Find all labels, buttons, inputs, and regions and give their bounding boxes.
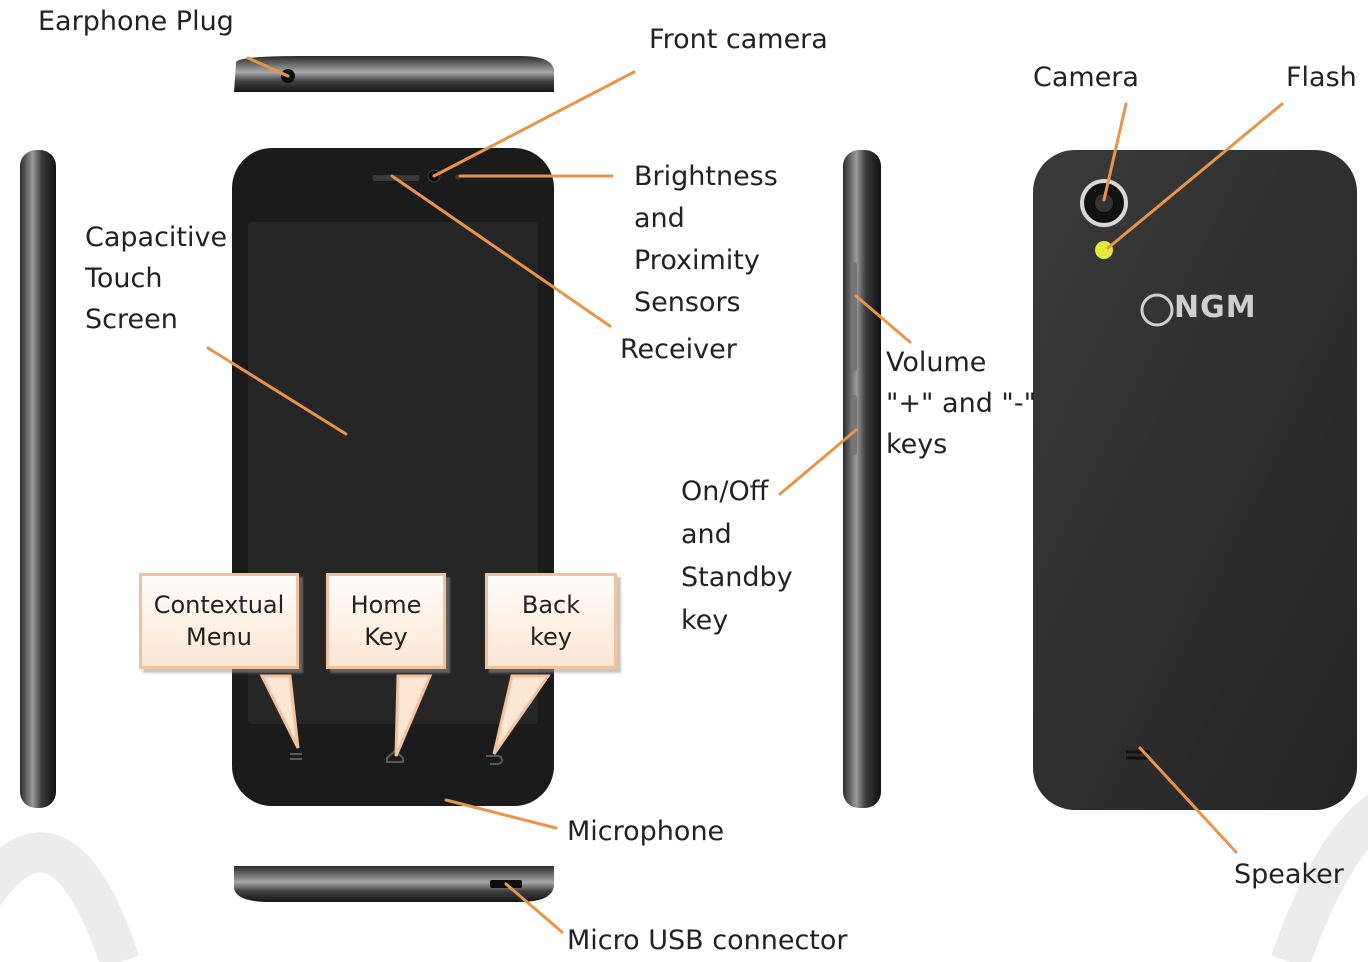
power-key-icon bbox=[851, 395, 857, 455]
label-volume-keys: Volume "+" and "-" keys bbox=[886, 347, 1037, 460]
label-earphone-plug: Earphone Plug bbox=[38, 6, 234, 37]
label-microphone: Microphone bbox=[567, 816, 725, 847]
callout-contextual-menu: Contextual Menu bbox=[139, 573, 299, 669]
callout-tails bbox=[259, 674, 551, 757]
label-flash: Flash bbox=[1286, 62, 1357, 93]
label-front-camera: Front camera bbox=[649, 24, 828, 55]
back-key-icon bbox=[486, 755, 503, 765]
home-key-icon bbox=[386, 749, 404, 763]
bottom-edge-view bbox=[234, 866, 554, 902]
label-camera: Camera bbox=[1033, 62, 1139, 93]
speaker-grille-icon bbox=[1126, 750, 1150, 760]
phone-back bbox=[1033, 150, 1357, 810]
volume-key-icon bbox=[851, 262, 857, 372]
leader-lines bbox=[206, 56, 1284, 934]
label-brightness-proximity-sensors: Brightness and Proximity Sensors bbox=[634, 161, 778, 318]
label-on-off-standby-key: On/Off and Standby key bbox=[681, 476, 793, 636]
callout-back-key: Back key bbox=[485, 573, 617, 669]
label-speaker: Speaker bbox=[1234, 859, 1344, 890]
left-side-profile bbox=[20, 150, 56, 808]
label-receiver: Receiver bbox=[620, 334, 737, 365]
callout-home-key: Home Key bbox=[326, 573, 446, 669]
ngm-logo-icon bbox=[1140, 293, 1174, 327]
menu-key-icon bbox=[290, 753, 302, 760]
ngm-brand-logo: NGM bbox=[1174, 290, 1257, 325]
label-micro-usb-connector: Micro USB connector bbox=[567, 925, 848, 956]
label-capacitive-touch-screen: Capacitive Touch Screen bbox=[85, 222, 228, 335]
watermark-arcs bbox=[0, 794, 1368, 962]
touch-screen bbox=[248, 222, 538, 724]
right-side-profile bbox=[843, 150, 881, 808]
flash-led-icon bbox=[1095, 241, 1113, 259]
phone-front bbox=[232, 148, 554, 806]
